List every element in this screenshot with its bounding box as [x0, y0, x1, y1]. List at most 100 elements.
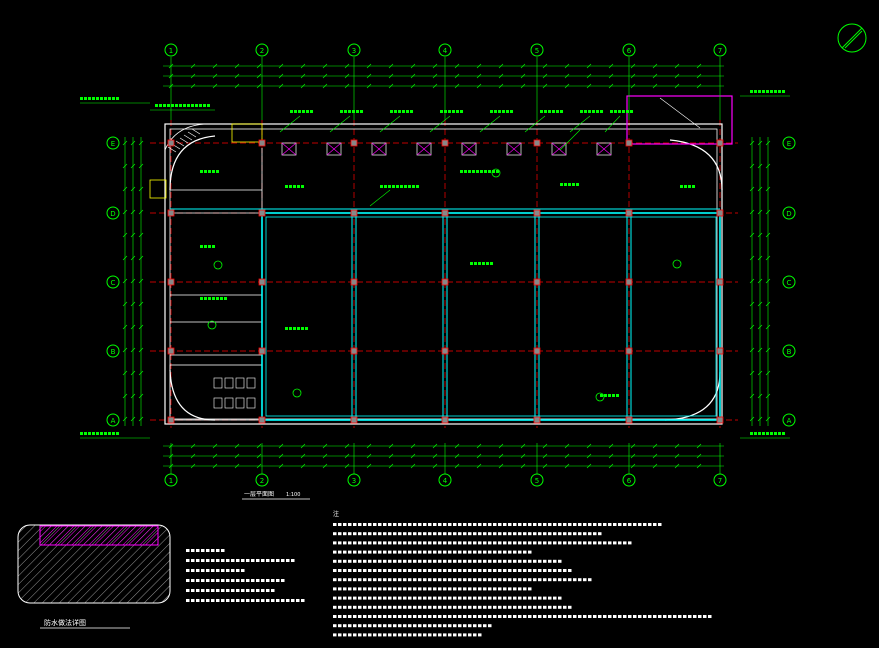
note-glyph: [578, 615, 582, 618]
legend-glyph: [186, 599, 190, 602]
annotation-glyph: [560, 183, 563, 186]
exhaust-hood: [551, 142, 567, 156]
dimension-tick: [608, 83, 614, 89]
note-glyph: [408, 559, 412, 563]
legend-glyph: [196, 579, 200, 582]
note-glyph: [573, 578, 577, 582]
legend-glyph: [196, 549, 200, 552]
axis-bubble-4-top: [438, 43, 452, 57]
annotation-glyph: [100, 97, 103, 100]
note-glyph: [348, 587, 352, 591]
note-glyph: [393, 596, 397, 600]
note-glyph: [548, 569, 552, 572]
note-glyph: [553, 569, 557, 572]
note-glyph: [473, 633, 477, 637]
note-glyph: [483, 578, 487, 582]
note-glyph: [388, 559, 392, 563]
structural-column: [167, 209, 175, 217]
annotation-glyph: [116, 432, 119, 435]
note-glyph: [558, 569, 562, 572]
dimension-tick: [630, 463, 636, 469]
note-glyph: [438, 569, 442, 572]
note-glyph: [458, 559, 462, 563]
note-glyph: [348, 523, 352, 526]
note-glyph: [453, 596, 457, 600]
annotation-glyph: [584, 110, 587, 113]
note-glyph: [533, 523, 537, 526]
note-glyph: [523, 578, 527, 582]
note-glyph: [548, 596, 552, 600]
annotation-glyph: [204, 297, 207, 300]
waterproof-detail: 防水做法详图: [17, 524, 171, 629]
legend-glyph: [221, 589, 225, 592]
annotation-glyph: [96, 432, 99, 435]
note-glyph: [593, 541, 597, 545]
note-glyph: [473, 559, 477, 563]
dimension-tick: [212, 73, 218, 79]
note-glyph: [568, 615, 572, 618]
note-glyph: [448, 532, 452, 536]
note-glyph: [448, 605, 452, 609]
dimension-tick: [212, 63, 218, 69]
note-glyph: [363, 615, 367, 618]
note-glyph: [538, 523, 542, 526]
annotation-layer: [80, 90, 790, 439]
dimension-tick: [476, 453, 482, 459]
dimension-tick: [757, 186, 763, 192]
annotation-glyph: [572, 183, 575, 186]
dimension-tick: [749, 393, 755, 399]
curved-corner-wall: [169, 135, 216, 191]
legend-glyph: [221, 559, 225, 562]
hood-callout: [604, 115, 621, 133]
structural-column: [167, 278, 175, 286]
annotation-glyph: [396, 185, 399, 188]
note-glyph: [478, 578, 482, 582]
axis-bubble-A-right: [782, 413, 796, 427]
annotation-glyph: [596, 110, 599, 113]
axis-label-7: 7: [718, 477, 722, 485]
dimension-tick: [757, 232, 763, 238]
annotation-glyph: [552, 110, 555, 113]
structural-column: [533, 139, 541, 147]
note-glyph: [378, 523, 382, 526]
note-glyph: [558, 559, 562, 563]
note-glyph: [403, 605, 407, 609]
dimension-tick: [322, 463, 328, 469]
note-glyph: [483, 605, 487, 609]
structural-column: [441, 347, 449, 355]
annotation-glyph: [352, 110, 355, 113]
axis-bubble-D-right: [782, 206, 796, 220]
dimension-tick: [278, 83, 284, 89]
note-glyph: [358, 559, 362, 563]
dimension-tick: [432, 83, 438, 89]
note-glyph: [428, 559, 432, 563]
annotation-glyph: [220, 297, 223, 300]
annotation-glyph: [310, 110, 313, 113]
note-glyph: [513, 615, 517, 618]
note-glyph: [458, 523, 462, 526]
dimension-tick: [366, 453, 372, 459]
note-glyph: [458, 615, 462, 618]
dimension-tick: [749, 324, 755, 330]
structural-column: [625, 278, 633, 286]
note-glyph: [343, 550, 347, 554]
annotation-glyph: [770, 90, 773, 93]
note-glyph: [453, 587, 457, 591]
note-glyph: [378, 532, 382, 536]
note-glyph: [498, 569, 502, 572]
note-glyph: [398, 615, 402, 618]
note-glyph: [403, 587, 407, 591]
legend-glyph: [216, 589, 220, 592]
annotation-glyph: [490, 262, 493, 265]
note-glyph: [443, 559, 447, 563]
note-glyph: [373, 532, 377, 536]
note-glyph: [443, 587, 447, 591]
annotation-glyph: [480, 170, 483, 173]
stair-tread: [179, 137, 189, 144]
note-glyph: [378, 559, 382, 563]
note-glyph: [348, 532, 352, 536]
dimension-tick: [122, 301, 128, 307]
dimension-tick: [410, 453, 416, 459]
note-glyph: [573, 523, 577, 526]
